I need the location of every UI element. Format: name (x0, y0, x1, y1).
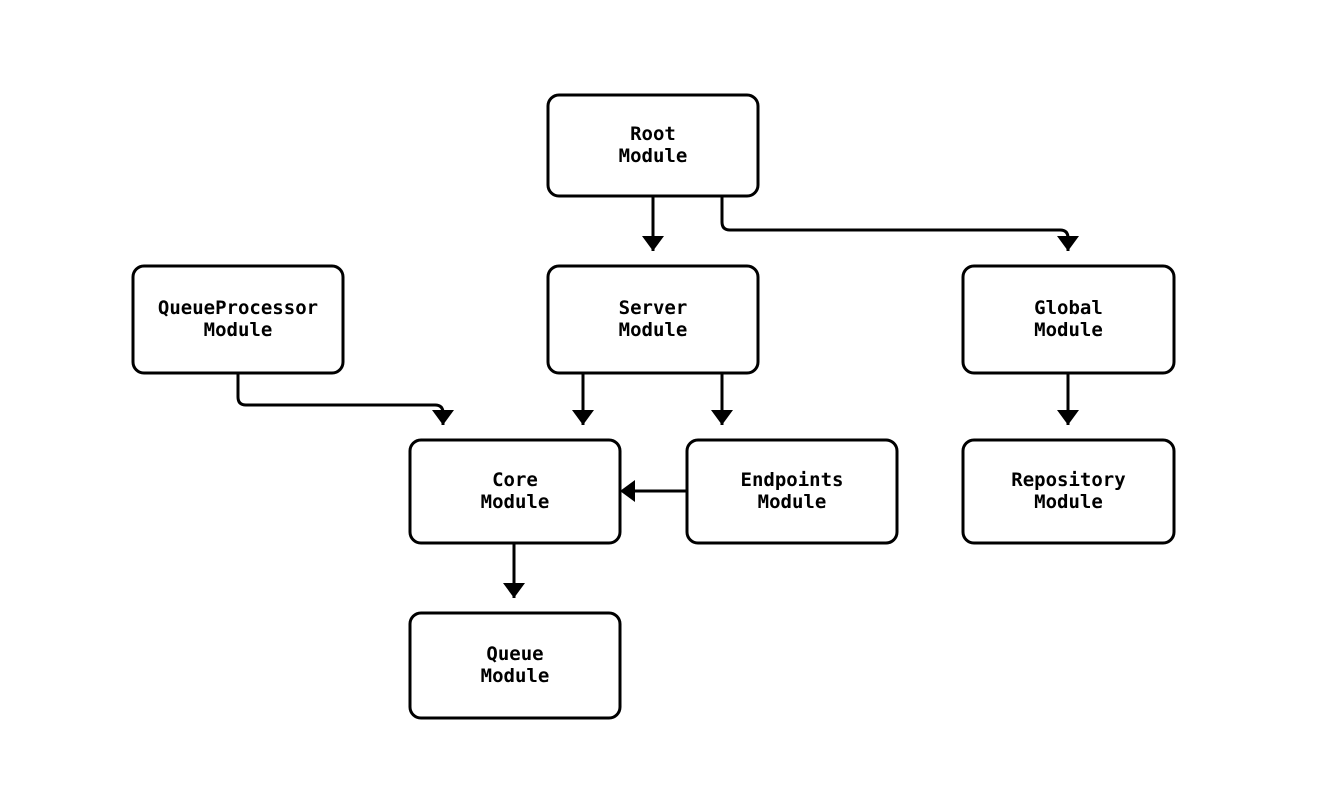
edge-queueprocessor-to-core (236, 373, 445, 425)
arrowhead-global-repository (1057, 410, 1079, 425)
node-label-core-line2: Module (481, 491, 550, 513)
arrowhead-root-global (1057, 236, 1079, 251)
node-box-queueprocessor[interactable] (131, 264, 345, 375)
node-label-queueprocessor-line1: QueueProcessor (158, 297, 318, 319)
node-label-queueprocessor-line2: Module (204, 319, 273, 341)
node-box-core[interactable] (408, 438, 622, 545)
arrowhead-root-server (642, 236, 664, 251)
nodes-layer: RootModuleQueueProcessorModuleServerModu… (131, 93, 1176, 720)
node-label-endpoints-line1: Endpoints (741, 469, 844, 491)
node-label-global-line1: Global (1034, 297, 1103, 319)
node-label-root-line1: Root (630, 123, 676, 145)
node-box-global[interactable] (961, 264, 1176, 375)
edge-root-to-global (720, 196, 1070, 251)
node-label-repository-line1: Repository (1011, 469, 1125, 491)
node-label-server-line1: Server (619, 297, 688, 319)
node-label-queue-line1: Queue (486, 643, 543, 665)
arrowhead-queueprocessor-core (432, 410, 454, 425)
node-label-endpoints-line2: Module (758, 491, 827, 513)
arrowhead-core-queue (503, 583, 525, 598)
node-box-endpoints[interactable] (685, 438, 899, 545)
arrowhead-server-endpoints (711, 410, 733, 425)
node-box-server[interactable] (546, 264, 760, 375)
node-label-core-line1: Core (492, 469, 538, 491)
node-box-root[interactable] (546, 93, 760, 198)
node-box-repository[interactable] (961, 438, 1176, 545)
node-label-queue-line2: Module (481, 665, 550, 687)
node-label-global-line2: Module (1034, 319, 1103, 341)
node-box-queue[interactable] (408, 611, 622, 720)
arrowheads-layer (432, 236, 1079, 598)
node-label-repository-line2: Module (1034, 491, 1103, 513)
edges-layer (236, 196, 1070, 598)
node-label-root-line2: Module (619, 145, 688, 167)
arrowhead-endpoints-core (620, 480, 635, 502)
arrowhead-server-core (572, 410, 594, 425)
node-label-server-line2: Module (619, 319, 688, 341)
